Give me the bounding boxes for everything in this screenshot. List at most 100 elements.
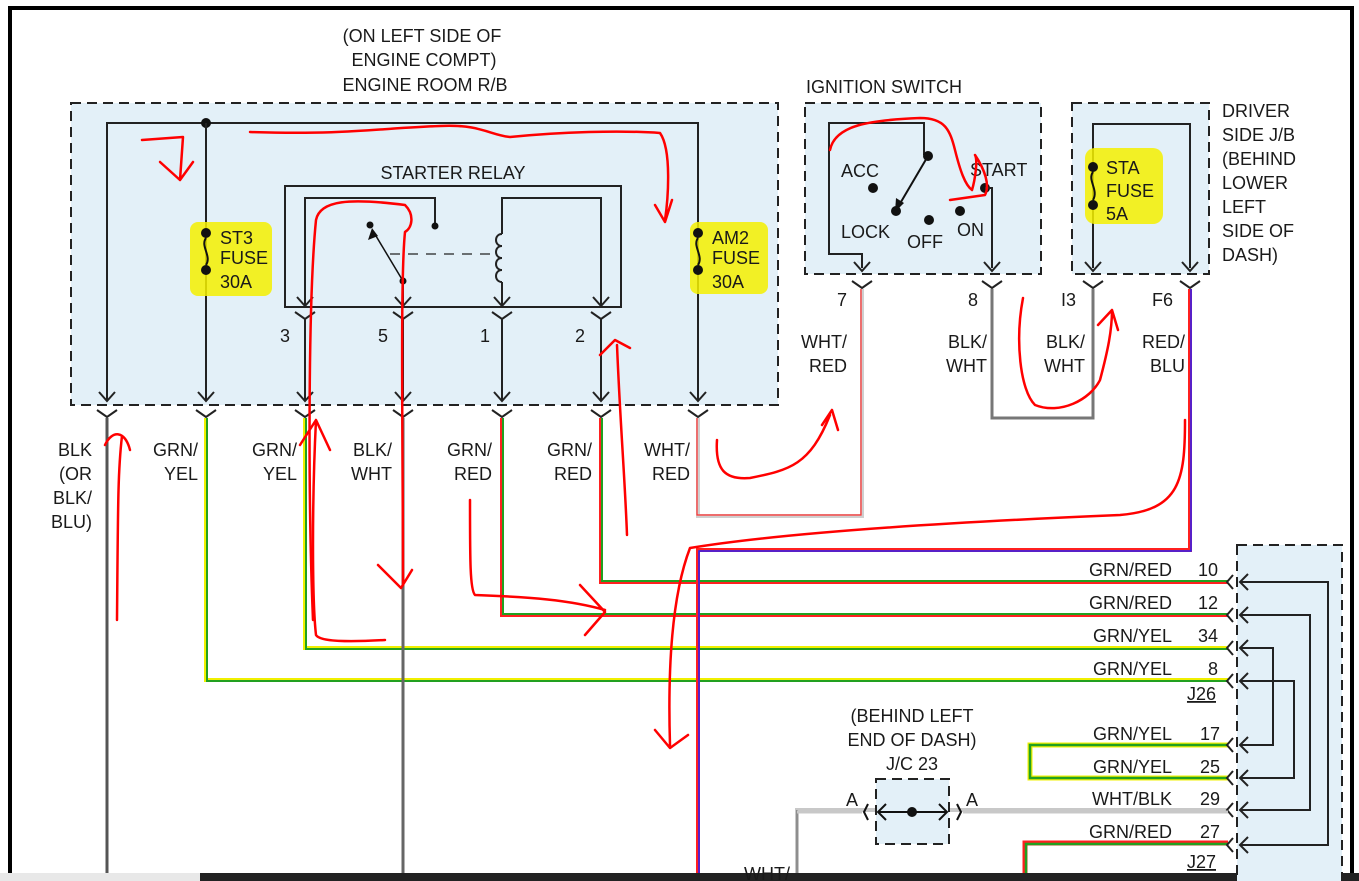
rb-location-line1: (ON LEFT SIDE OF (343, 26, 502, 46)
jb-loc-4: LOWER (1222, 173, 1288, 193)
svg-text:RED: RED (454, 464, 492, 484)
annotation-arrow-3 (298, 418, 387, 643)
j27-label: J27 (1187, 852, 1216, 872)
jb-loc-7: DASH) (1222, 245, 1278, 265)
ignition-switch-arm (897, 155, 929, 208)
relay-pin-1: 1 (480, 326, 490, 346)
j27-wire-17: GRN/YEL (1093, 724, 1172, 744)
driver-side-jb: STA FUSE 5A I3 F6 DRIVER SIDE J/B (BEHIN… (1061, 101, 1296, 310)
jb-loc-1: DRIVER (1222, 101, 1290, 121)
jc23-name: J/C 23 (886, 754, 938, 774)
sta-highlight (1085, 148, 1163, 224)
st3-fuse-label: FUSE (220, 248, 268, 268)
svg-text:RED: RED (809, 356, 847, 376)
wire-label-wht-red-ign: WHT/ (801, 332, 847, 352)
relay-pin-3: 3 (280, 326, 290, 346)
svg-text:BLU): BLU) (51, 512, 92, 532)
wire-label-red-blu: RED/ (1142, 332, 1185, 352)
wire-grn-red-12 (500, 418, 1228, 617)
junction-jc23: (BEHIND LEFT END OF DASH) J/C 23 A A (797, 706, 1228, 845)
svg-text:WHT: WHT (1044, 356, 1085, 376)
annotation-arrow-top (248, 124, 674, 224)
jb-loc-5: LEFT (1222, 197, 1266, 217)
jb-pin-i3: I3 (1061, 290, 1076, 310)
pos-lock: LOCK (841, 222, 890, 242)
wire-labels-bottom: BLK (OR BLK/ BLU) GRN/ YEL GRN/ YEL BLK/… (51, 440, 690, 532)
j26-wire-34: GRN/YEL (1093, 626, 1172, 646)
relay-pin-5: 5 (378, 326, 388, 346)
st3-rating: 30A (220, 272, 252, 292)
jb-loc-2: SIDE J/B (1222, 125, 1295, 145)
jb-loc-3: (BEHIND (1222, 149, 1296, 169)
j27-pin-25: 25 (1200, 757, 1220, 777)
j27-pin-17: 17 (1200, 724, 1220, 744)
junction-connector-j26-j27: GRN/RED 10 GRN/RED 12 GRN/YEL 34 GRN/YEL… (1089, 544, 1343, 881)
wire-label-wht-cut: WHT/ (744, 864, 790, 881)
wire-red-blu (696, 289, 1192, 873)
st3-label: ST3 (220, 228, 253, 248)
am2-label: AM2 (712, 228, 749, 248)
annotation-arrow-blk (103, 433, 132, 622)
j26-wire-10: GRN/RED (1089, 560, 1172, 580)
j27-pin-27: 27 (1200, 822, 1220, 842)
svg-text:RED: RED (652, 464, 690, 484)
wire-label-grn-yel-1: GRN/ (153, 440, 198, 460)
st3-fuse-icon (203, 237, 209, 266)
am2-fuse-label: FUSE (712, 248, 760, 268)
relay-pin-2: 2 (575, 326, 585, 346)
wire-grn-red-10 (599, 418, 1228, 584)
annotation-arrow-grn-red (468, 498, 607, 637)
j26-pin-10: 10 (1198, 560, 1218, 580)
jc23-pin-a-right: A (966, 790, 978, 810)
svg-text:WHT: WHT (946, 356, 987, 376)
ignition-switch: IGNITION SWITCH ACC LOCK OFF ON START 7 … (804, 77, 1042, 310)
j26-pin-8: 8 (1208, 659, 1218, 679)
jc23-location-1: (BEHIND LEFT (850, 706, 973, 726)
pos-acc: ACC (841, 161, 879, 181)
relay-coil-icon (495, 233, 503, 283)
j26-label: J26 (1187, 684, 1216, 704)
wire-wht-red (696, 289, 864, 518)
sta-fuse-icon (1090, 171, 1096, 201)
pos-on: ON (957, 220, 984, 240)
rb-box (70, 102, 779, 406)
j27-wire-27: GRN/RED (1089, 822, 1172, 842)
annotation-arrow-red-blu (653, 418, 1187, 750)
sta-rating: 5A (1106, 204, 1128, 224)
svg-text:YEL: YEL (164, 464, 198, 484)
annotation-arrow-jb (1018, 296, 1120, 410)
svg-text:BLU: BLU (1150, 356, 1185, 376)
bottom-bar (0, 873, 1359, 881)
annotation-relay-path (308, 200, 414, 622)
connector-box (1236, 544, 1343, 881)
wire-label-grn-yel-2: GRN/ (252, 440, 297, 460)
sta-label: STA (1106, 158, 1140, 178)
wire-label-wht-red: WHT/ (644, 440, 690, 460)
jb-pin-f6: F6 (1152, 290, 1173, 310)
annotation-arrow-1 (140, 135, 195, 182)
wires (105, 289, 1228, 873)
rb-location-line2: ENGINE COMPT) (351, 50, 496, 70)
svg-text:(OR: (OR (59, 464, 92, 484)
svg-text:WHT: WHT (351, 464, 392, 484)
wire-label-grn-red-1: GRN/ (447, 440, 492, 460)
svg-text:YEL: YEL (263, 464, 297, 484)
svg-text:BLK/: BLK/ (53, 488, 92, 508)
wire-label-blk-wht-jb: BLK/ (1046, 332, 1085, 352)
ignition-pin-7: 7 (837, 290, 847, 310)
page-frame (8, 6, 1354, 881)
wire-label-grn-red-2: GRN/ (547, 440, 592, 460)
am2-highlight (690, 222, 768, 294)
sta-fuse-label: FUSE (1106, 181, 1154, 201)
jb-loc-6: SIDE OF (1222, 221, 1294, 241)
j27-pin-29: 29 (1200, 789, 1220, 809)
jc23-location-2: END OF DASH) (847, 730, 976, 750)
j27-wire-29: WHT/BLK (1092, 789, 1172, 809)
ignition-pin-8: 8 (968, 290, 978, 310)
wire-label-blk-wht: BLK/ (353, 440, 392, 460)
am2-fuse-icon (695, 237, 701, 266)
j26-wire-12: GRN/RED (1089, 593, 1172, 613)
j26-pin-34: 34 (1198, 626, 1218, 646)
st3-highlight (190, 222, 272, 296)
